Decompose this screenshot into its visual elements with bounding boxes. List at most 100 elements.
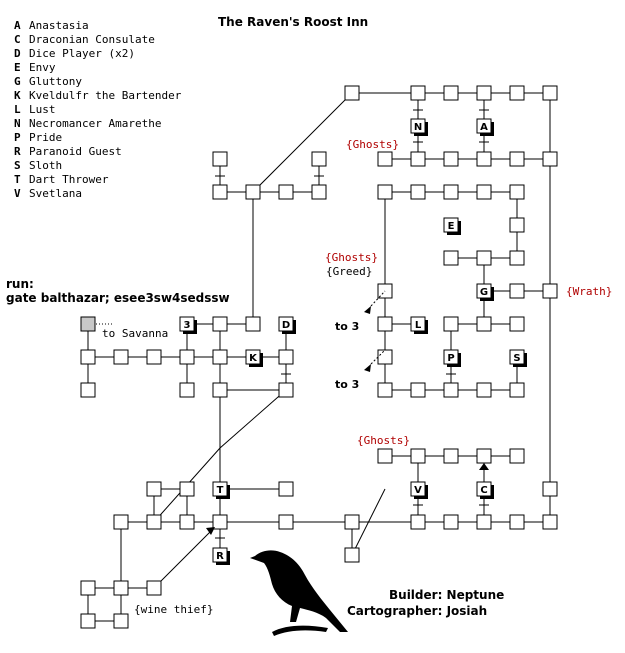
room [410, 151, 426, 167]
room [377, 151, 393, 167]
room [509, 316, 525, 332]
exit-arrow-icon [479, 463, 489, 470]
room [542, 481, 558, 497]
exit-path [370, 349, 386, 365]
map-path [219, 389, 287, 449]
room [476, 448, 492, 464]
room [443, 514, 459, 530]
room [212, 316, 228, 332]
room [278, 184, 294, 200]
room [443, 382, 459, 398]
room [509, 151, 525, 167]
room-n: N [410, 118, 428, 136]
room [212, 349, 228, 365]
room [377, 184, 393, 200]
room [179, 481, 195, 497]
room [80, 580, 96, 596]
room [410, 184, 426, 200]
run-label: run: [6, 277, 34, 291]
room-g: G [476, 283, 494, 301]
room-s: S [509, 349, 527, 367]
room [509, 217, 525, 233]
room [377, 316, 393, 332]
room [212, 382, 228, 398]
room-r: R [212, 547, 230, 565]
room-k: K [245, 349, 263, 367]
room [146, 514, 162, 530]
room [443, 448, 459, 464]
room [212, 184, 228, 200]
room [476, 316, 492, 332]
map-title: The Raven's Roost Inn [218, 15, 369, 29]
room [542, 514, 558, 530]
room-l: L [410, 316, 428, 334]
room [179, 349, 195, 365]
room-t: T [212, 481, 230, 499]
svg-text:T: T [217, 485, 224, 496]
room-p: P [443, 349, 461, 367]
room [509, 514, 525, 530]
room [509, 250, 525, 266]
room [80, 349, 96, 365]
svg-text:P: P [447, 353, 454, 364]
room [311, 184, 327, 200]
to-3-label-a: to 3 [335, 320, 360, 333]
room [542, 85, 558, 101]
room [443, 85, 459, 101]
room [542, 151, 558, 167]
room [443, 184, 459, 200]
room [509, 283, 525, 299]
room-d: D [278, 316, 296, 334]
room [278, 481, 294, 497]
svg-text:D: D [282, 320, 290, 331]
exit-path [370, 290, 386, 307]
room [476, 382, 492, 398]
svg-text:E: E [448, 221, 455, 232]
svg-text:3: 3 [184, 320, 191, 331]
room [212, 151, 228, 167]
svg-text:N: N [414, 122, 422, 133]
wrath-label: {Wrath} [566, 285, 613, 298]
room-v: V [410, 481, 428, 499]
room-c: C [476, 481, 494, 499]
to-3-label-b: to 3 [335, 378, 360, 391]
room [80, 382, 96, 398]
room [443, 250, 459, 266]
exit-arrow-icon [206, 527, 215, 535]
room [344, 547, 360, 563]
room-a: A [476, 118, 494, 136]
svg-text:L: L [415, 320, 422, 331]
room [377, 349, 393, 365]
wine-thief-label: {wine thief} [134, 603, 214, 616]
room [410, 514, 426, 530]
room [476, 151, 492, 167]
svg-text:S: S [513, 353, 520, 364]
ghosts-label-mid: {Ghosts} [325, 251, 378, 264]
cartographer-credit: Cartographer: Josiah [347, 604, 488, 618]
room [542, 283, 558, 299]
room [278, 382, 294, 398]
map-path [351, 488, 386, 556]
room [476, 250, 492, 266]
room [344, 85, 360, 101]
svg-text:A: A [480, 122, 488, 133]
run-path: gate balthazar; esee3sw4sedssw [6, 291, 230, 305]
room [509, 382, 525, 398]
room [245, 184, 261, 200]
room [113, 514, 129, 530]
room [476, 85, 492, 101]
to-savanna-label: to Savanna [102, 327, 169, 340]
room [146, 481, 162, 497]
ghosts-label-low: {Ghosts} [357, 434, 410, 447]
exit-arrow-icon [364, 306, 371, 314]
